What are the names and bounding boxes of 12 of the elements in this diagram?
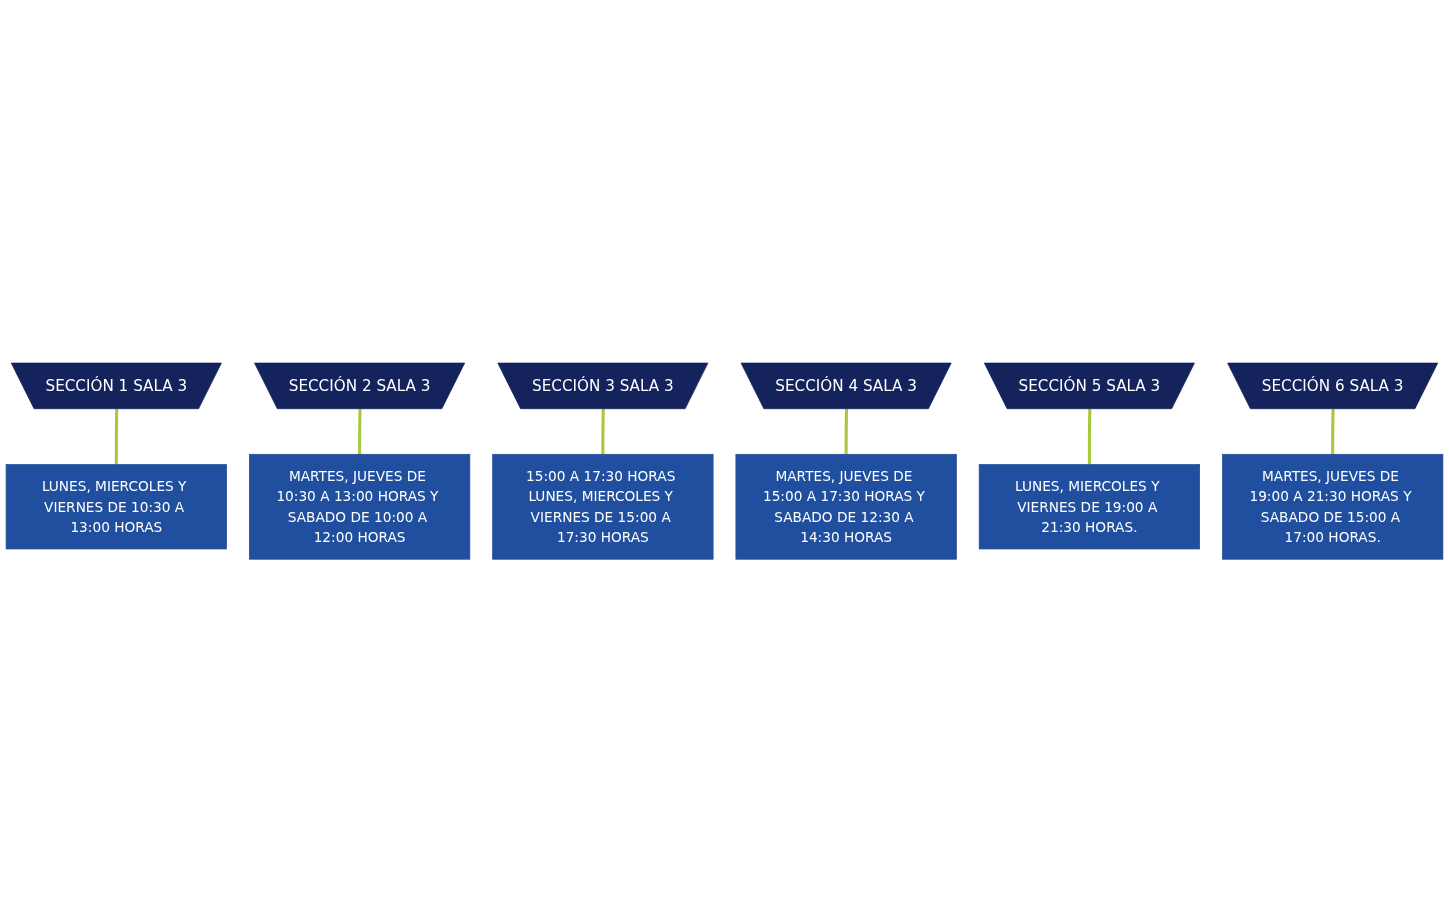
node-box: MARTES, JUEVES DE 15:00 A 17:30 HORAS Y SABADO DE 12:30 A 14:30 HORAS: [735, 453, 957, 560]
connector: [601, 408, 605, 455]
node-box: LUNES, MIERCOLES Y VIERNES DE 10:30 A 13:00 HORAS: [5, 464, 227, 550]
connector: [358, 408, 362, 455]
node-box: MARTES, JUEVES DE 10:30 A 13:00 HORAS Y SABADO DE 10:00 A 12:00 HORAS: [249, 453, 471, 560]
node-box: LUNES, MIERCOLES Y VIERNES DE 19:00 A 21:30 HORAS.: [978, 464, 1200, 550]
connector: [1331, 408, 1335, 455]
connector: [114, 408, 119, 465]
node-box: MARTES, JUEVES DE 19:00 A 21:30 HORAS Y SABADO DE 15:00 A 17:00 HORAS.: [1222, 453, 1444, 560]
node-box: 15:00 A 17:30 HORAS LUNES, MIERCOLES Y VIERNES DE 15:00 A 17:30 HORAS: [492, 453, 714, 560]
connector: [1087, 408, 1092, 465]
connector: [844, 408, 849, 455]
